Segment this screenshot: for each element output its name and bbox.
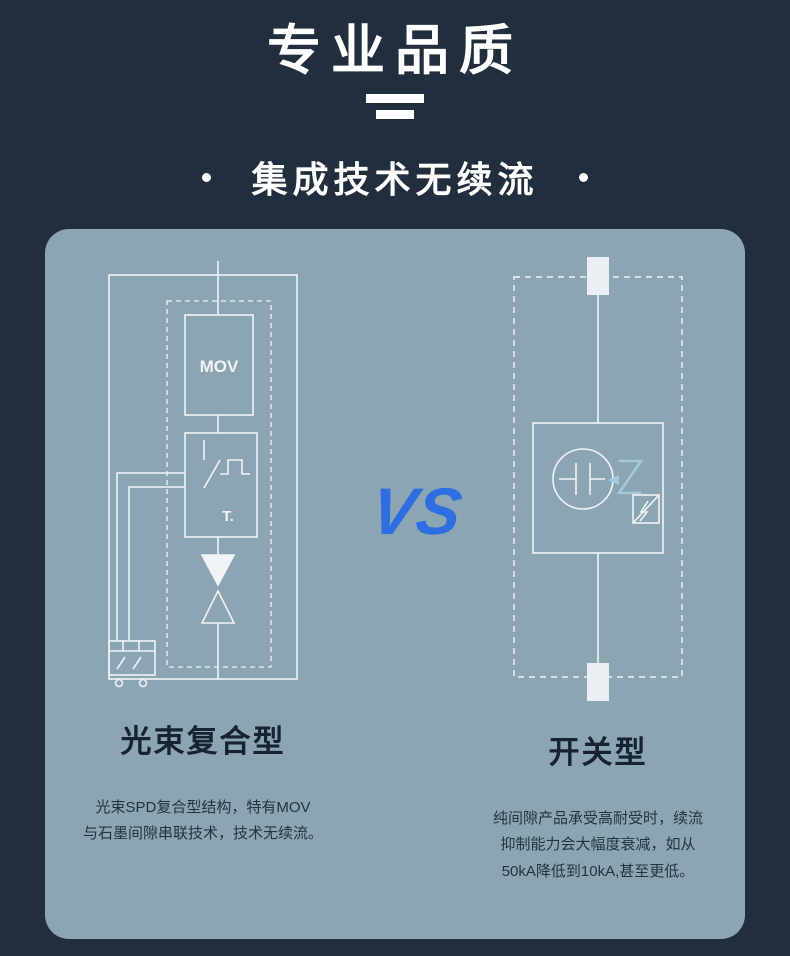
composite-spd-title: 光束复合型 (120, 724, 286, 760)
mov-box (184, 314, 254, 416)
composite-circuit-lines (108, 261, 298, 688)
vs-label: VS (366, 474, 468, 549)
description-line: 与石墨间隙串联技术，技术无续流。 (83, 825, 324, 843)
counter-box-detail (109, 641, 155, 670)
gap-capacitor-symbol (559, 463, 605, 496)
switch-type-diagram (513, 257, 683, 702)
description-line: 光束SPD复合型结构，特有MOV (95, 799, 311, 817)
inner-dashed-frame (166, 300, 272, 668)
trigger-label: T. (222, 508, 234, 525)
lightning-icon (639, 500, 649, 522)
gap-electrode-lower (200, 589, 236, 624)
subtitle-dot-left-icon (202, 172, 212, 182)
arrow-icon (608, 475, 619, 486)
title-underline-bar-top (366, 94, 424, 104)
terminal-dot (138, 678, 148, 688)
switch-symbol (203, 440, 221, 489)
terminal-top (587, 257, 609, 296)
composite-spd-column: MOV T. 光束复合型 光束SPD复合型结构，特有MOV 与石墨间隙串联技术，… (83, 259, 323, 848)
description-line: 纯间隙产品承受高耐受时，续流 (492, 810, 703, 828)
switch-box (532, 422, 664, 554)
description-line: 50kA降低到10kA,甚至更低。 (501, 862, 695, 880)
gap-electrode-upper (200, 554, 236, 587)
description-line: 抑制能力会大幅度衰减，如从 (500, 836, 696, 854)
title-underline-bar-bottom (376, 110, 414, 120)
subtitle-dot-right-icon (578, 172, 588, 182)
subtitle-row: 集成技术无续流 (0, 151, 790, 203)
switch-type-title: 开关型 (548, 735, 648, 771)
counter-box (108, 640, 156, 676)
trigger-box (184, 432, 258, 538)
header: 专业品质 集成技术无续流 (0, 0, 790, 203)
z-symbol (616, 459, 644, 495)
pulse-symbol (220, 459, 250, 475)
lightning-box-diagonal (632, 494, 660, 524)
switch-type-description: 纯间隙产品承受高耐受时，续流 抑制能力会大幅度衰减，如从 50kA降低到10kA… (483, 806, 713, 885)
mov-label: MOV (200, 357, 239, 376)
lightning-box (632, 494, 660, 524)
comparison-card: MOV T. 光束复合型 光束SPD复合型结构，特有MOV 与石墨间隙串联技术，… (45, 229, 745, 940)
composite-spd-diagram: MOV T. (108, 261, 298, 688)
terminal-bottom (587, 663, 609, 702)
switch-type-column: 开关型 纯间隙产品承受高耐受时，续流 抑制能力会大幅度衰减，如从 50kA降低到… (483, 255, 713, 885)
subtitle: 集成技术无续流 (251, 159, 539, 201)
page-title: 专业品质 (267, 21, 523, 81)
composite-spd-description: 光束SPD复合型结构，特有MOV 与石墨间隙串联技术，技术无续流。 (83, 795, 323, 848)
terminal-dot (114, 678, 124, 688)
switch-circuit-lines (513, 276, 683, 678)
left-branch-wires (116, 472, 185, 642)
outer-frame (108, 274, 298, 680)
